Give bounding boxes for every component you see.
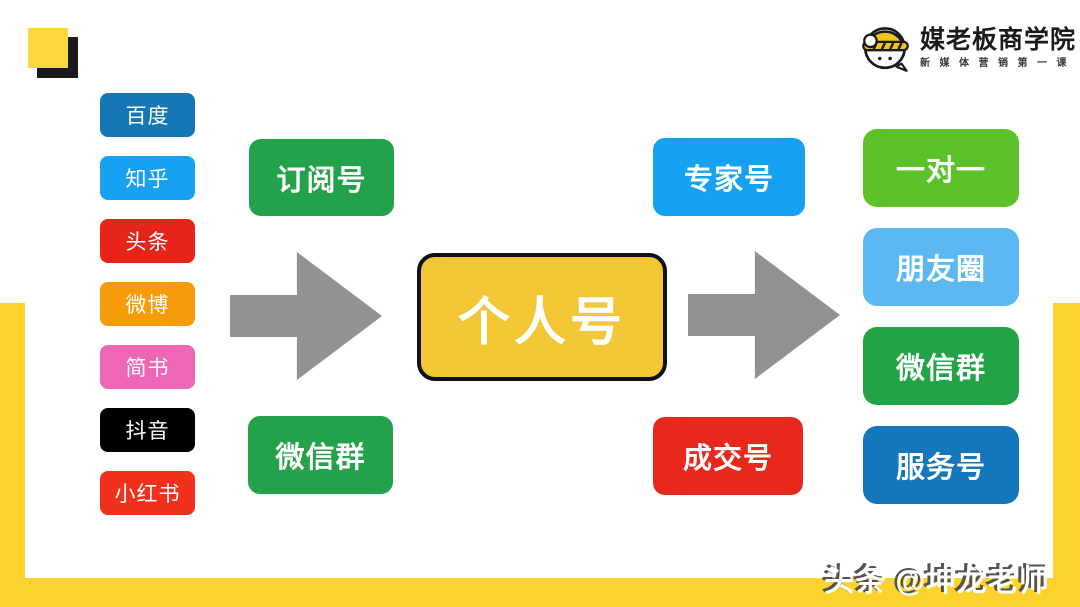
platform-node: 知乎 — [100, 156, 195, 200]
flow-arrow-right-icon — [688, 251, 840, 379]
node-deal-account: 成交号 — [653, 417, 803, 495]
frame-right-bar — [1053, 303, 1080, 607]
platform-node: 微博 — [100, 282, 195, 326]
platform-node: 百度 — [100, 93, 195, 137]
node-wechat-group-left: 微信群 — [248, 416, 393, 494]
center-node-personal-account: 个人号 — [417, 253, 667, 381]
funnel-node: 朋友圈 — [863, 228, 1019, 306]
frame-bottom-bar — [0, 578, 1080, 607]
node-subscription-account: 订阅号 — [249, 139, 394, 216]
corner-logo-yellow-square — [28, 28, 68, 68]
frame-left-bar — [0, 303, 25, 607]
funnel-node: 微信群 — [863, 327, 1019, 405]
platform-node: 小红书 — [100, 471, 195, 515]
brand-text: 媒老板商学院 新媒体营销第一课 — [920, 16, 1076, 69]
brand-mascot-icon — [862, 27, 909, 72]
platform-node: 简书 — [100, 345, 195, 389]
node-expert-account: 专家号 — [653, 138, 805, 216]
flow-arrow-left-icon — [230, 252, 382, 380]
brand-title: 媒老板商学院 — [920, 26, 1077, 54]
funnel-node: 服务号 — [863, 426, 1019, 504]
brand-subtitle: 新媒体营销第一课 — [920, 58, 1076, 69]
funnel-column: 一对一 朋友圈 微信群 服务号 — [863, 129, 1019, 504]
funnel-node: 一对一 — [863, 129, 1019, 207]
source-platforms-column: 百度 知乎 头条 微博 简书 抖音 小红书 — [100, 93, 195, 515]
platform-node: 头条 — [100, 219, 195, 263]
brand-logo: 媒老板商学院 新媒体营销第一课 — [858, 16, 1076, 74]
watermark-credit: 头条 @坤龙老师 — [824, 565, 1050, 598]
platform-node: 抖音 — [100, 408, 195, 452]
